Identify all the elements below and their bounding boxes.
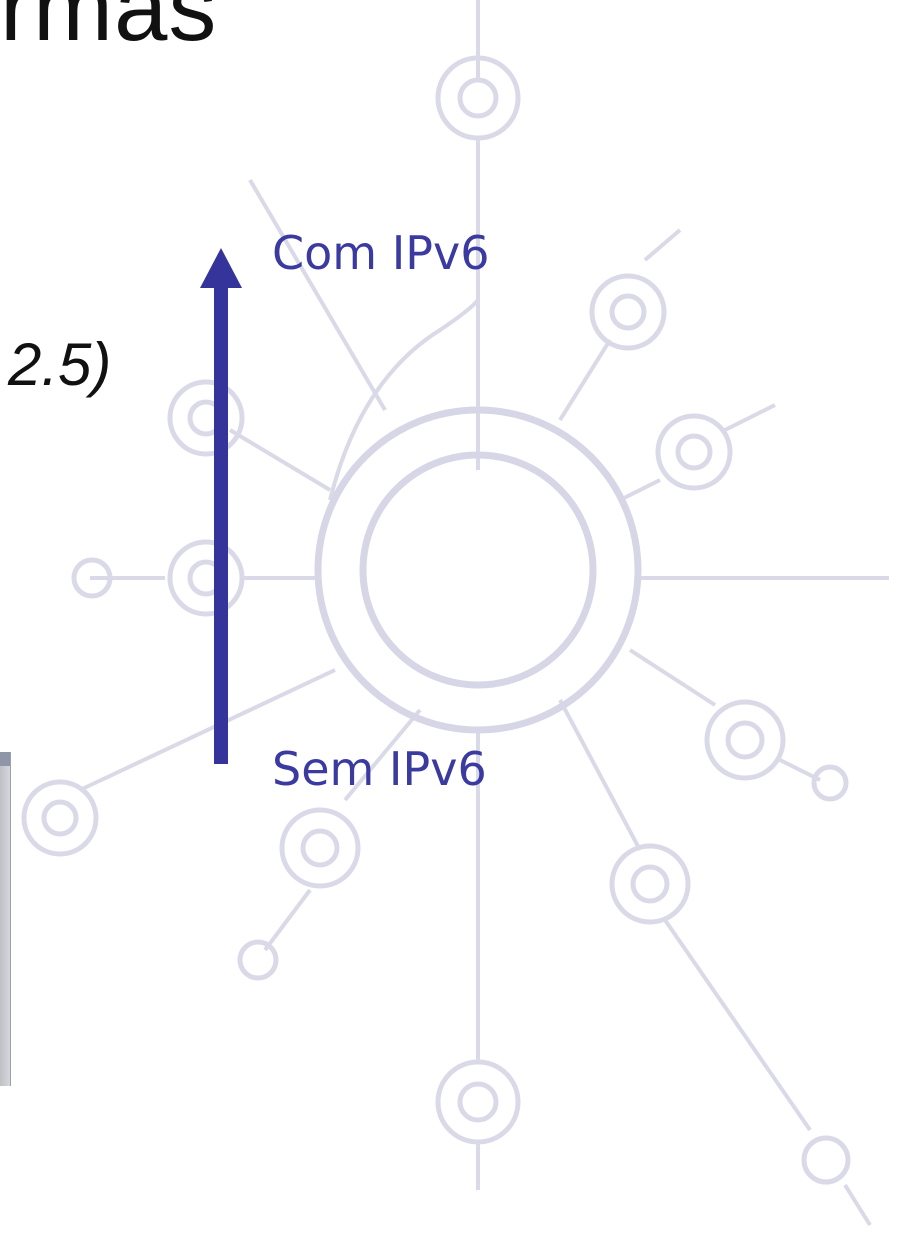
arrow-up-icon [200, 248, 242, 288]
embedded-screenshot-edge [0, 752, 11, 1086]
slide-title-fragment: rmas [0, 0, 218, 61]
sem-ipv6-label: Sem IPv6 [272, 742, 487, 796]
subtitle-fragment: 2.5) [8, 331, 112, 398]
arrow-shaft [214, 282, 228, 764]
embedded-screenshot-titlebar [0, 752, 10, 766]
com-ipv6-label: Com IPv6 [272, 226, 490, 280]
